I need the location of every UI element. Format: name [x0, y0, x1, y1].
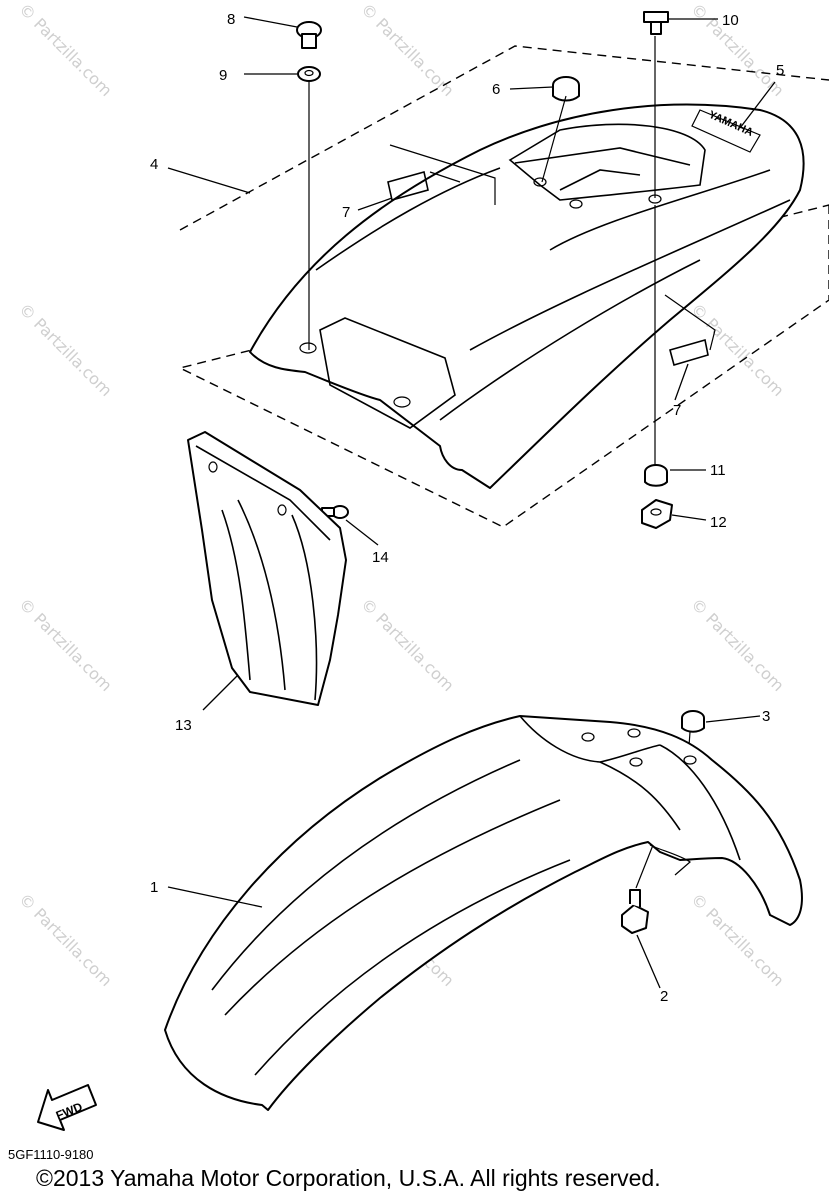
rear-fender: YAMAHA — [249, 103, 805, 489]
callout-10: 10 — [722, 12, 739, 29]
callout-2: 2 — [660, 988, 668, 1005]
callout-4: 4 — [150, 156, 158, 173]
mud-guard — [187, 431, 347, 706]
callout-9: 9 — [219, 67, 227, 84]
leader-lines — [167, 16, 776, 989]
callout-1: 1 — [150, 879, 158, 896]
axis-line — [635, 839, 656, 889]
grommet-3 — [681, 710, 705, 733]
callout-12: 12 — [710, 514, 727, 531]
nut-11 — [644, 464, 668, 487]
collar-12 — [641, 499, 673, 529]
callout-7-upper: 7 — [342, 204, 350, 221]
front-fender — [164, 715, 803, 1111]
watermark: © Partzilla.com — [15, 594, 116, 695]
watermark: © Partzilla.com — [15, 889, 116, 990]
axis-line — [541, 95, 567, 183]
callout-3: 3 — [762, 708, 770, 725]
label-pad-7-upper — [387, 171, 429, 201]
callouts: 1 2 3 4 5 6 7 7 8 9 10 11 12 13 14 — [150, 11, 784, 1005]
callout-6: 6 — [492, 81, 500, 98]
watermark: © Partzilla.com — [15, 299, 116, 400]
bolt-2 — [621, 889, 649, 934]
watermark: © Partzilla.com — [357, 594, 458, 695]
forward-direction-arrow: FWD — [37, 1084, 97, 1131]
grommet-6 — [552, 76, 580, 102]
assembly-dashed-outline — [177, 45, 829, 528]
callout-7-lower: 7 — [673, 402, 681, 419]
washer-9 — [297, 66, 321, 82]
label-pad-7-lower — [669, 338, 709, 366]
bolt-8 — [296, 21, 322, 49]
callout-13: 13 — [175, 717, 192, 734]
copyright-notice: ©2013 Yamaha Motor Corporation, U.S.A. A… — [36, 1165, 661, 1191]
diagram-code: 5GF1110-9180 — [8, 1147, 94, 1162]
callout-11: 11 — [710, 462, 726, 479]
watermark: © Partzilla.com — [687, 299, 788, 400]
watermark: © Partzilla.com — [687, 594, 788, 695]
callout-5: 5 — [776, 62, 784, 79]
watermark: © Partzilla.com — [15, 0, 116, 100]
callout-14: 14 — [372, 549, 389, 566]
callout-8: 8 — [227, 11, 235, 28]
bolt-10 — [643, 11, 669, 35]
